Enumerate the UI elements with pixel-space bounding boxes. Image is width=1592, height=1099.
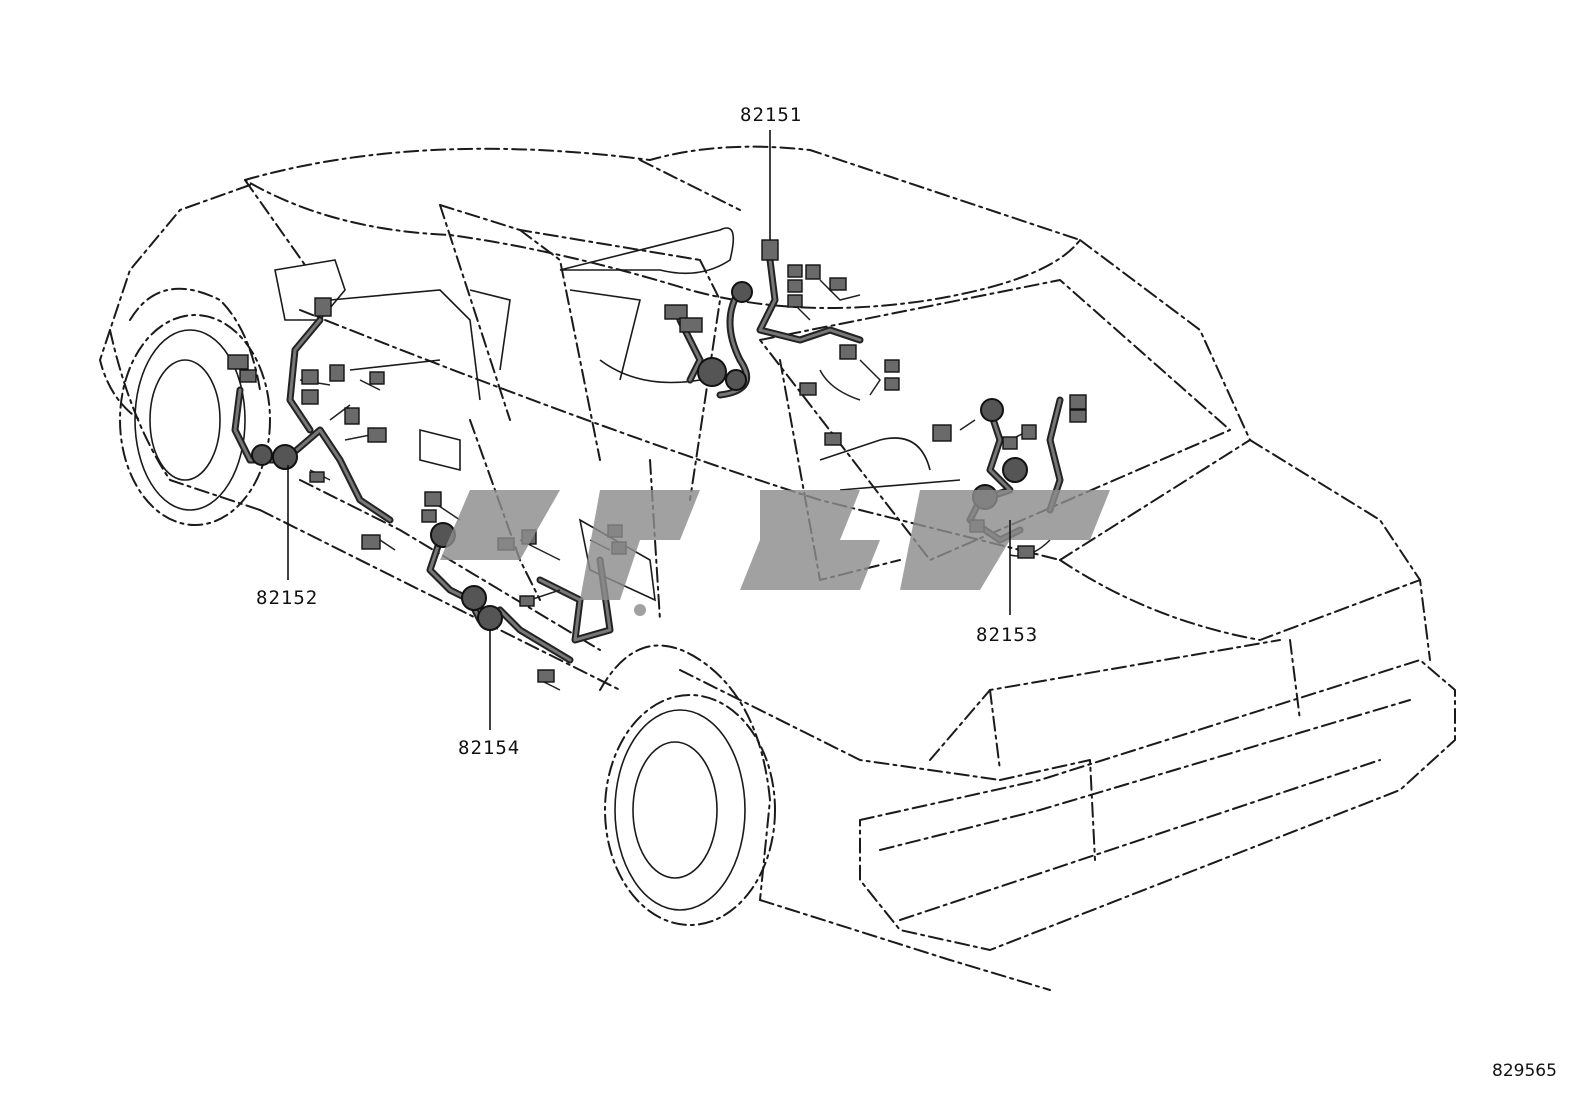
rear-wheel xyxy=(604,694,776,926)
part-label-82152: 82152 xyxy=(256,587,318,609)
front-wheel xyxy=(119,314,271,526)
figure-reference: 829565 xyxy=(1492,1061,1557,1081)
car-interior-lines xyxy=(274,227,961,602)
harness-82152 xyxy=(227,297,396,551)
harness-82151 xyxy=(664,239,900,446)
part-label-82151: 82151 xyxy=(740,104,802,126)
watermark-logo xyxy=(440,490,1110,616)
part-label-82154: 82154 xyxy=(458,737,520,759)
part-label-82153: 82153 xyxy=(976,624,1038,646)
car-body-outline xyxy=(99,145,1456,991)
